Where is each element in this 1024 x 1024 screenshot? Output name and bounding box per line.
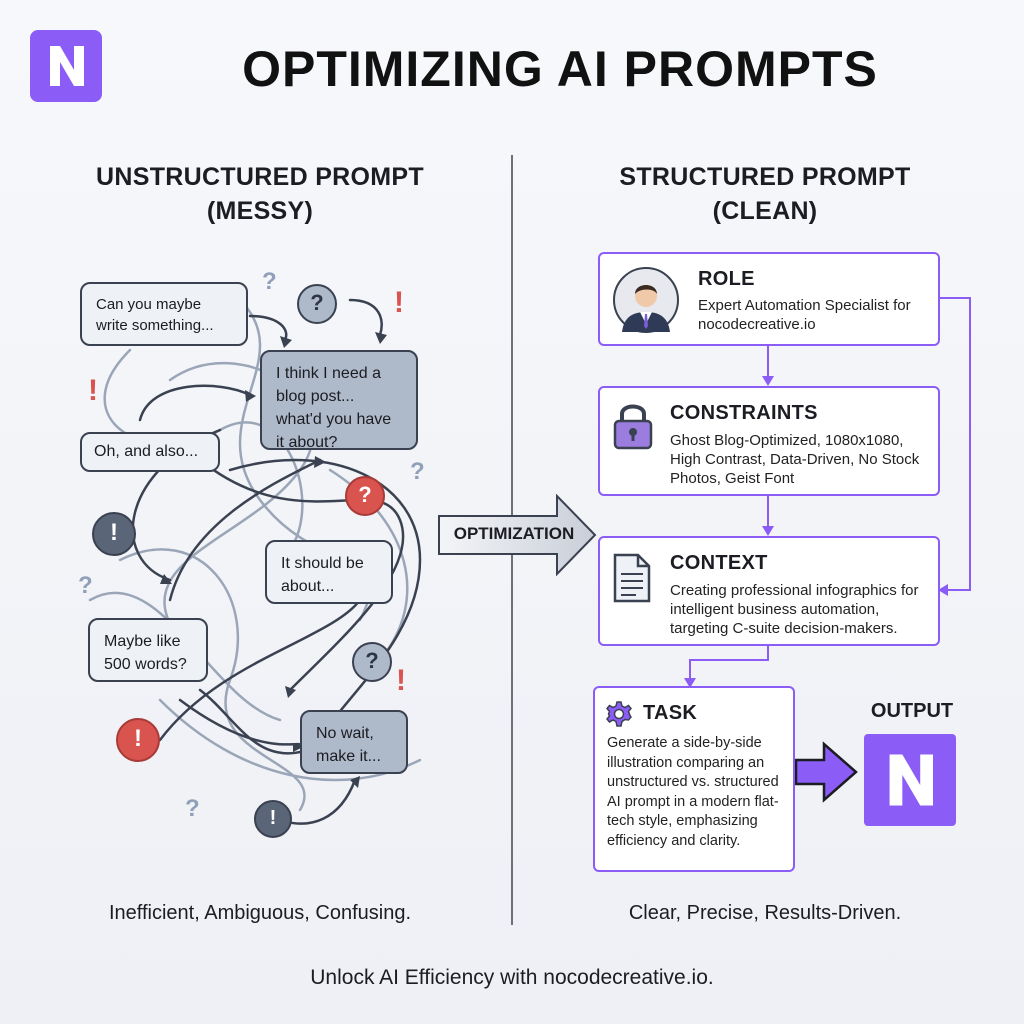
output-logo-glyph — [889, 754, 933, 806]
messy-bubble-5: Maybe like 500 words? — [88, 618, 208, 682]
question-alert-icon: ? — [345, 476, 385, 516]
left-heading-line1: UNSTRUCTURED PROMPT — [96, 163, 424, 191]
gear-icon — [606, 701, 632, 727]
brand-logo — [30, 30, 102, 102]
task-body: Generate a side-by-side illustration com… — [607, 735, 779, 849]
left-heading: UNSTRUCTURED PROMPT (MESSY) — [40, 160, 480, 228]
left-heading-line2: (MESSY) — [206, 197, 314, 225]
optimization-arrow — [438, 494, 597, 576]
constraints-title: CONSTRAINTS — [670, 402, 818, 424]
context-card: CONTEXT Creating professional infographi… — [598, 536, 940, 646]
messy-bubble-6: No wait, make it... — [300, 710, 408, 774]
role-card: ROLE Expert Automation Specialist for no… — [598, 252, 940, 346]
right-footer: Clear, Precise, Results-Driven. — [628, 902, 902, 924]
constraints-body: Ghost Blog-Optimized, 1080x1080, High Co… — [670, 432, 920, 487]
floating-exclamation-icon: ! — [394, 286, 404, 319]
task-card: TASK Generate a side-by-side illustratio… — [593, 686, 795, 872]
output-label: OUTPUT — [870, 700, 954, 722]
messy-bubble-2: I think I need a blog post... what'd you… — [260, 350, 418, 451]
floating-exclamation-icon: ! — [88, 374, 98, 407]
context-title: CONTEXT — [670, 552, 768, 574]
constraints-card: CONSTRAINTS Ghost Blog-Optimized, 1080x1… — [598, 386, 940, 496]
right-heading: STRUCTURED PROMPT (CLEAN) — [540, 160, 990, 228]
right-heading-line1: STRUCTURED PROMPT — [619, 163, 911, 191]
floating-question-icon: ? — [78, 572, 93, 599]
left-footer: Inefficient, Ambiguous, Confusing. — [108, 902, 412, 924]
messy-bubble-1: Can you maybe write something... — [80, 282, 248, 346]
optimization-label: OPTIMIZATION — [453, 524, 575, 543]
question-icon: ? — [352, 642, 392, 682]
context-body: Creating professional infographics for i… — [670, 582, 919, 637]
floating-question-icon: ? — [185, 795, 200, 822]
person-avatar-icon — [613, 267, 679, 333]
document-icon — [613, 553, 651, 603]
exclamation-icon: ! — [254, 800, 292, 838]
output-logo — [864, 734, 956, 826]
role-body: Expert Automation Specialist for nocodec… — [698, 297, 911, 333]
exclamation-icon: ! — [92, 512, 136, 556]
floating-question-icon: ? — [262, 268, 277, 295]
messy-bubble-4: It should be about... — [265, 540, 393, 604]
logo-glyph — [50, 46, 84, 86]
floating-exclamation-icon: ! — [396, 664, 406, 697]
task-title: TASK — [643, 702, 698, 724]
page-title: OPTIMIZING AI PROMPTS — [242, 41, 878, 97]
messy-bubble-3: Oh, and also... — [80, 432, 220, 472]
right-heading-line2: (CLEAN) — [712, 197, 818, 225]
floating-question-icon: ? — [410, 458, 425, 485]
lock-icon — [613, 404, 653, 450]
role-title: ROLE — [698, 268, 755, 290]
call-to-action: Unlock AI Efficiency with nocodecreative… — [310, 966, 714, 989]
question-icon: ? — [297, 284, 337, 324]
alert-icon: ! — [116, 718, 160, 762]
